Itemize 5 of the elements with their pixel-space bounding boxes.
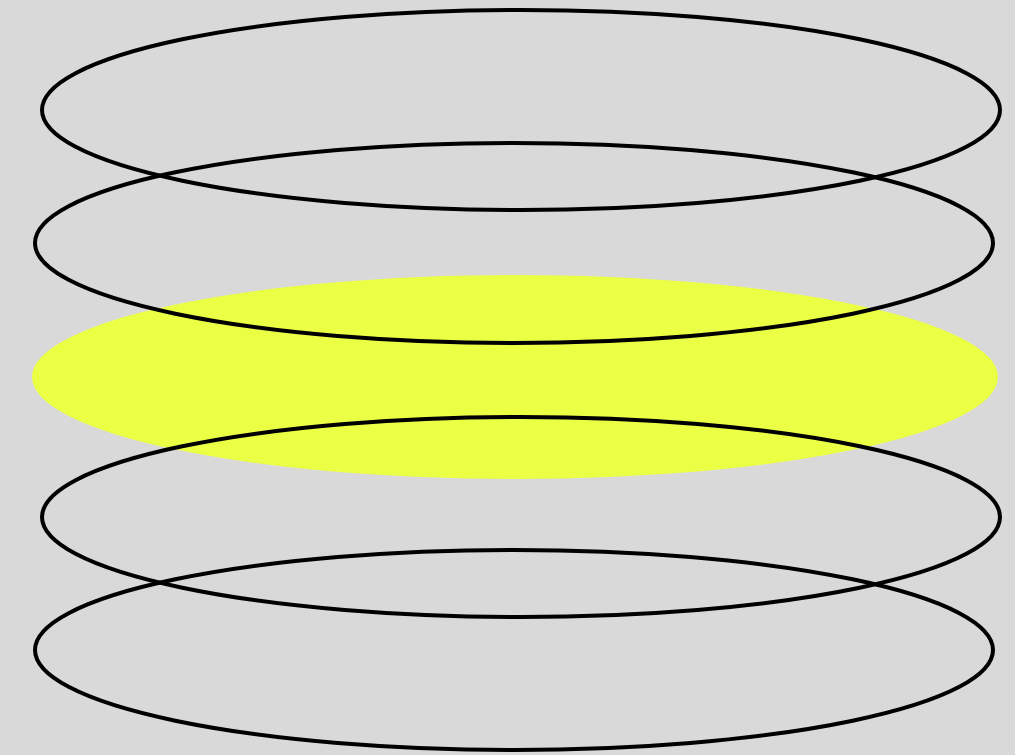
filled-ellipse: [32, 275, 998, 479]
ring-ellipse: [33, 548, 995, 752]
ring-ellipse: [40, 415, 1002, 619]
ring-ellipse: [40, 8, 1002, 212]
ring-ellipse: [33, 141, 995, 345]
